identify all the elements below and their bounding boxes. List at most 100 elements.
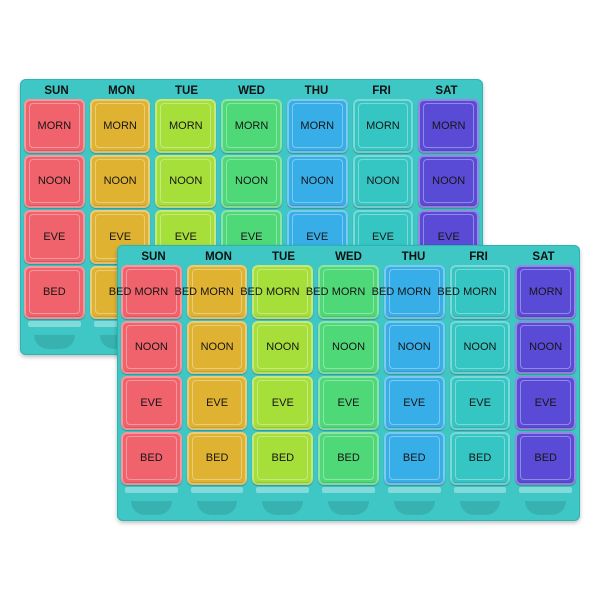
day-column-sat: MORN NOON EVE BED	[515, 265, 577, 485]
compartment-label: MORN	[265, 285, 300, 298]
compartment-mon-morn[interactable]: MORN	[186, 265, 248, 319]
day-label-sun: SUN	[44, 85, 69, 97]
compartment-mon-noon[interactable]: NOON	[89, 154, 151, 208]
compartment-thu-eve[interactable]: EVE	[383, 376, 445, 430]
compartment-label: BED	[534, 452, 557, 465]
compartment-label: EVE	[468, 396, 491, 409]
compartment-label: NOON	[332, 341, 366, 354]
compartment-label: EVE	[206, 396, 229, 409]
compartment-wed-bed[interactable]: BED	[318, 431, 379, 485]
lid-hinge-thu	[384, 487, 445, 517]
compartment-wed-noon[interactable]: NOON	[318, 320, 379, 374]
compartment-label: BED	[437, 286, 460, 299]
day-column-thu: MORN NOON EVE BED	[383, 265, 445, 485]
compartment-label: EVE	[403, 396, 426, 409]
compartment-label: BED	[205, 452, 229, 465]
compartment-mon-noon[interactable]: NOON	[186, 320, 248, 374]
compartment-label: MORN	[331, 285, 366, 298]
day-column-tue: MORN NOON EVE BED	[252, 265, 314, 485]
compartment-tue-noon[interactable]: NOON	[155, 154, 217, 208]
compartment-mon-bed[interactable]: BED	[186, 431, 248, 485]
compartment-label: NOON	[37, 175, 71, 188]
compartment-fri-morn[interactable]: MORN	[449, 265, 511, 319]
day-label-tue: TUE	[272, 251, 295, 263]
compartment-label: EVE	[337, 396, 360, 409]
compartment-wed-morn[interactable]: MORN	[221, 99, 282, 153]
day-label-wed: WED	[335, 251, 362, 263]
compartment-wed-eve[interactable]: EVE	[318, 376, 379, 430]
compartment-fri-noon[interactable]: NOON	[449, 320, 511, 374]
compartment-sat-noon[interactable]: NOON	[418, 154, 480, 208]
compartment-label: NOON	[432, 175, 466, 188]
compartment-tue-noon[interactable]: NOON	[252, 320, 314, 374]
day-column-sun: MORN NOON EVE BED	[24, 99, 85, 319]
compartment-wed-morn[interactable]: MORN	[318, 265, 379, 319]
compartment-label: BED	[337, 452, 360, 465]
compartment-label: EVE	[306, 230, 329, 243]
compartment-sat-bed[interactable]: BED	[515, 431, 577, 485]
compartment-sun-morn[interactable]: MORN	[121, 265, 182, 319]
compartment-label: BED	[43, 286, 66, 299]
compartment-tue-morn[interactable]: MORN	[252, 265, 314, 319]
day-label-sat: SAT	[435, 85, 458, 97]
compartment-label: MORN	[168, 119, 203, 132]
compartment-sun-morn[interactable]: MORN	[24, 99, 85, 153]
compartment-fri-morn[interactable]: MORN	[352, 99, 414, 153]
compartment-thu-noon[interactable]: NOON	[383, 320, 445, 374]
compartment-fri-bed[interactable]: BED	[449, 431, 511, 485]
compartment-label: EVE	[271, 396, 294, 409]
compartment-label: MORN	[366, 119, 400, 132]
compartment-sun-noon[interactable]: NOON	[121, 320, 182, 374]
compartment-sat-eve[interactable]: EVE	[515, 376, 577, 430]
compartment-tue-eve[interactable]: EVE	[252, 376, 314, 430]
compartment-fri-noon[interactable]: NOON	[352, 154, 414, 208]
compartment-label: EVE	[534, 396, 557, 409]
compartment-sat-noon[interactable]: NOON	[515, 320, 577, 374]
compartment-sun-eve[interactable]: EVE	[24, 210, 85, 264]
compartment-sun-noon[interactable]: NOON	[24, 154, 85, 208]
compartment-thu-morn[interactable]: MORN	[286, 99, 348, 153]
lid-hinge-sun	[24, 321, 85, 351]
day-label-sat: SAT	[532, 251, 555, 263]
compartment-tue-bed[interactable]: BED	[252, 431, 314, 485]
compartment-thu-morn[interactable]: MORN	[383, 265, 445, 319]
day-column-mon: MORN NOON EVE BED	[186, 265, 248, 485]
day-label-wed: WED	[238, 85, 265, 97]
compartment-tue-morn[interactable]: MORN	[155, 99, 217, 153]
compartment-label: NOON	[529, 341, 563, 354]
compartment-label: NOON	[397, 341, 431, 354]
compartment-wed-noon[interactable]: NOON	[221, 154, 282, 208]
day-label-sun: SUN	[141, 251, 166, 263]
compartment-thu-noon[interactable]: NOON	[286, 154, 348, 208]
compartment-label: EVE	[437, 230, 460, 243]
compartment-label: NOON	[103, 175, 137, 188]
day-label-fri: FRI	[372, 85, 391, 97]
compartment-fri-eve[interactable]: EVE	[449, 376, 511, 430]
compartment-label: BED	[468, 452, 492, 465]
compartment-label: BED	[140, 452, 163, 465]
day-label-thu: THU	[401, 251, 426, 263]
compartment-label: EVE	[371, 230, 394, 243]
compartment-mon-morn[interactable]: MORN	[89, 99, 151, 153]
compartment-sat-morn[interactable]: MORN	[515, 265, 577, 319]
compartment-sun-eve[interactable]: EVE	[121, 376, 182, 430]
compartment-label: MORN	[234, 119, 269, 132]
compartment-thu-bed[interactable]: BED	[383, 431, 445, 485]
compartment-label: MORN	[103, 119, 137, 132]
compartment-sun-bed[interactable]: BED	[24, 265, 85, 319]
compartment-sat-morn[interactable]: MORN	[418, 99, 480, 153]
compartment-mon-eve[interactable]: EVE	[186, 376, 248, 430]
compartment-label: NOON	[200, 341, 234, 354]
compartment-label: EVE	[43, 230, 66, 243]
compartment-label: MORN	[134, 285, 169, 298]
lid-hinge-wed	[318, 487, 379, 517]
compartment-sun-bed[interactable]: BED	[121, 431, 182, 485]
compartment-label: MORN	[397, 285, 432, 298]
compartment-label: BED	[240, 286, 263, 299]
